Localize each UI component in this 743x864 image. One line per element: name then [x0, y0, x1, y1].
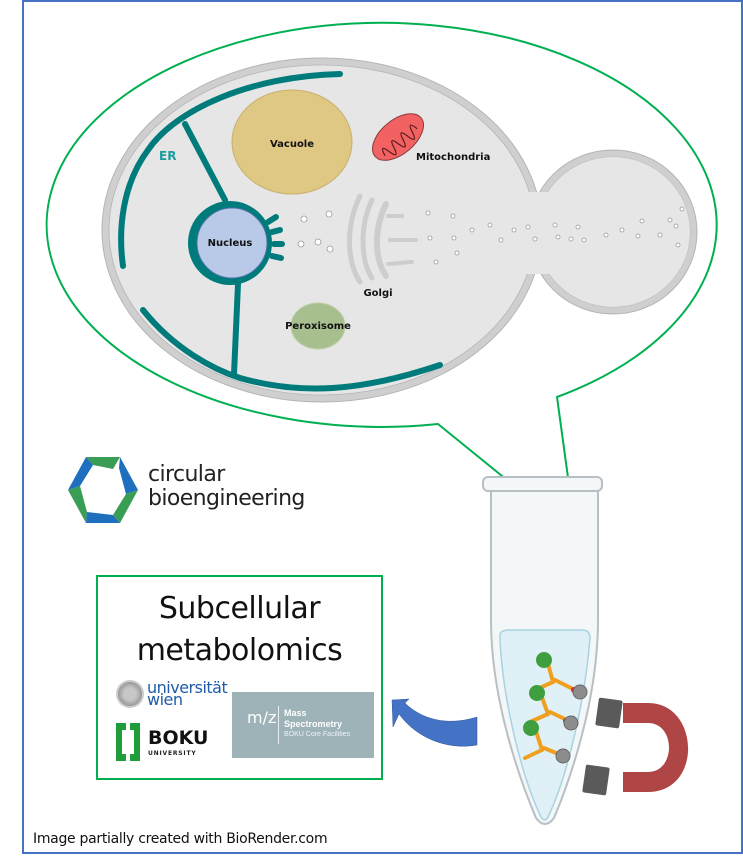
vesicle	[499, 238, 503, 242]
vesicle	[326, 211, 332, 217]
vesicle	[452, 236, 456, 240]
vesicle	[569, 237, 573, 241]
boku-logo: BOKU UNIVERSITY	[116, 723, 216, 761]
vesicle	[604, 233, 608, 237]
mz-symbol: m/z	[247, 710, 276, 726]
mitochondria-label: Mitochondria	[416, 152, 490, 163]
vesicle	[620, 228, 624, 232]
nucleus-label: Nucleus	[208, 238, 253, 249]
vesicle	[640, 219, 644, 223]
vesicle	[426, 211, 430, 215]
universitat-wien-logo: universität wien	[116, 678, 231, 710]
peroxisome-label: Peroxisome	[285, 321, 351, 332]
er-label: ER	[159, 149, 176, 163]
boku-subtext: UNIVERSITY	[148, 750, 196, 757]
box-title-line2: metabolomics	[98, 633, 381, 669]
subcellular-metabolomics-box: Subcellular metabolomics universität wie…	[96, 575, 383, 780]
magnet-icon	[582, 697, 688, 795]
circular-bioengineering-logo: circular bioengineering	[66, 452, 296, 528]
logo-text-bioengineering: bioengineering	[148, 488, 305, 510]
vesicle	[668, 218, 672, 222]
vesicle	[451, 214, 455, 218]
microcentrifuge-tube	[483, 477, 602, 824]
vesicle	[526, 225, 530, 229]
vesicle	[298, 241, 304, 247]
boku-text: BOKU	[148, 728, 208, 748]
vesicle	[315, 239, 321, 245]
boku-bracket-icon	[116, 723, 140, 761]
vesicle	[533, 237, 537, 241]
vesicle	[327, 246, 333, 252]
mass-spectrometry-logo: m/z Mass Spectrometry BOKU Core Faciliti…	[232, 692, 374, 758]
image-credit: Image partially created with BioRender.c…	[33, 831, 327, 847]
logo-divider	[278, 706, 279, 744]
ms-text-line3: BOKU Core Facilities	[284, 731, 350, 739]
bud-fill	[536, 157, 690, 307]
logo-text-circular: circular	[148, 464, 225, 486]
vesicle	[680, 207, 684, 211]
vesicle	[676, 243, 680, 247]
vesicle	[428, 236, 432, 240]
box-title-line1: Subcellular	[98, 591, 381, 627]
vesicle	[582, 238, 586, 242]
vesicle	[636, 234, 640, 238]
vesicle	[301, 216, 307, 222]
vesicle	[576, 225, 580, 229]
vesicle	[512, 228, 516, 232]
vesicle	[455, 251, 459, 255]
vesicle	[674, 224, 678, 228]
hexagon-logo-icon	[66, 452, 146, 528]
vesicle	[556, 235, 560, 239]
vesicle	[488, 223, 492, 227]
ms-text-line2: Spectrometry	[284, 719, 342, 729]
vesicle	[470, 228, 474, 232]
vesicle	[434, 260, 438, 264]
vesicle	[658, 233, 662, 237]
vesicle	[553, 223, 557, 227]
university-seal-icon	[116, 680, 144, 708]
golgi-label: Golgi	[363, 288, 392, 299]
ms-text-line1: Mass	[284, 708, 307, 718]
curved-arrow-icon	[392, 699, 477, 746]
uniwien-text-line2: wien	[147, 693, 183, 706]
vacuole-label: Vacuole	[270, 139, 314, 150]
